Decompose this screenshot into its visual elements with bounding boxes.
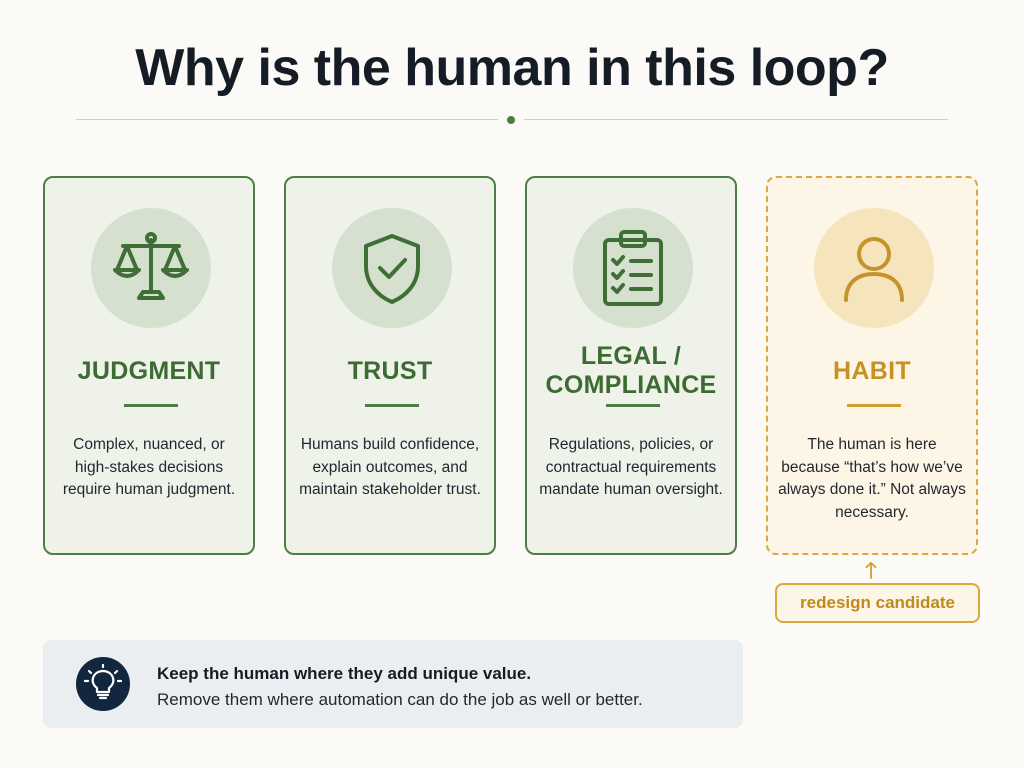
card-legal-compliance: LEGAL / COMPLIANCE Regulations, policies…: [525, 176, 737, 555]
trust-icon-circle: [332, 208, 452, 328]
card-title: LEGAL / COMPLIANCE: [527, 342, 735, 400]
card-description: Complex, nuanced, or high-stakes decisio…: [62, 436, 236, 498]
card-underline: [847, 404, 901, 407]
clipboard-checklist-icon: [603, 230, 663, 306]
card-description: The human is here because “that’s how we…: [778, 436, 966, 521]
card-title: JUDGMENT: [77, 357, 221, 385]
card-title: TRUST: [347, 357, 433, 385]
shield-check-icon: [364, 234, 420, 304]
card-underline: [124, 404, 178, 407]
title-rule-dot: [507, 116, 515, 124]
card-title-line-2: COMPLIANCE: [545, 371, 717, 399]
title-rule-left: [76, 119, 498, 120]
legal-icon-circle: [573, 208, 693, 328]
card-underline: [365, 404, 419, 407]
redesign-connector-arrow: [865, 561, 877, 580]
lightbulb-icon: [83, 664, 123, 700]
judgment-icon-circle: [91, 208, 211, 328]
card-underline: [606, 404, 660, 407]
scales-icon: [113, 232, 189, 300]
card-judgment: JUDGMENT Complex, nuanced, or high-stake…: [43, 176, 255, 555]
person-icon: [844, 237, 904, 302]
redesign-candidate-badge: redesign candidate: [775, 583, 980, 623]
card-title: HABIT: [833, 357, 911, 385]
card-description: Humans build confidence, explain outcome…: [299, 436, 481, 498]
callout-headline: Keep the human where they add unique val…: [157, 664, 532, 683]
lightbulb-badge: [76, 657, 130, 711]
card-title-line-1: LEGAL /: [580, 342, 682, 370]
callout-subtext: Remove them where automation can do the …: [157, 690, 643, 709]
habit-icon-circle: [814, 208, 934, 328]
page-title: Why is the human in this loop?: [135, 39, 889, 97]
title-rule-right: [524, 119, 948, 120]
card-trust: TRUST Humans build confidence, explain o…: [284, 176, 496, 555]
card-description: Regulations, policies, or contractual re…: [539, 436, 723, 498]
card-habit: HABIT The human is here because “that’s …: [766, 176, 978, 555]
takeaway-callout: Keep the human where they add unique val…: [43, 640, 743, 728]
